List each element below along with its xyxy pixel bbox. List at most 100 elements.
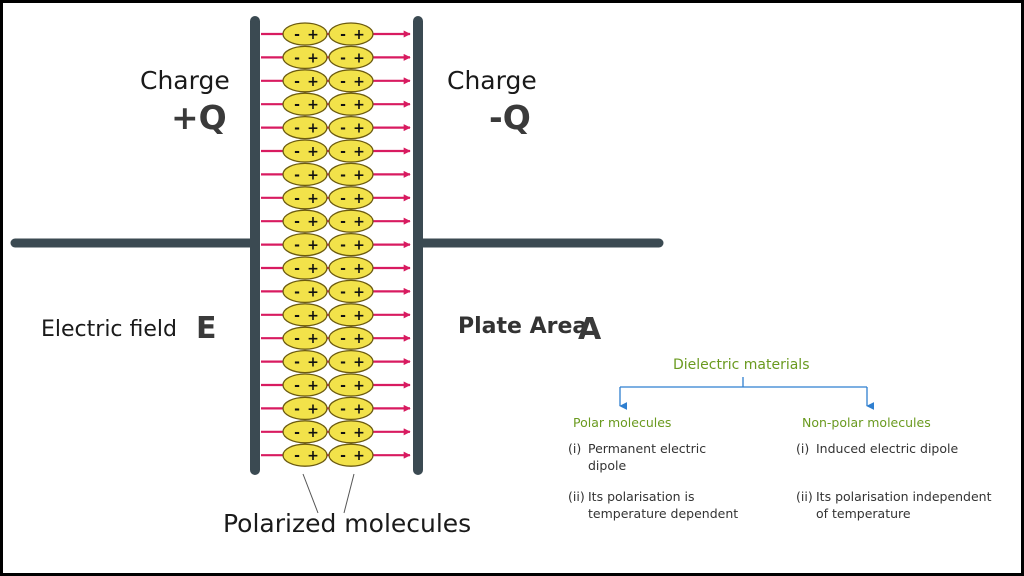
- non-polar-item-1-text: Induced electric dipole: [816, 441, 959, 456]
- capacitor-diagram: -+-+-+-+-+-+-+-+-+-+-+-+-+-+-+-+-+-+-+-+…: [10, 16, 875, 514]
- plate-area-symbol: A: [578, 312, 602, 347]
- molecule-ellipse: [328, 45, 374, 70]
- molecule-ellipse: [328, 92, 374, 116]
- molecule-negative-sign: -: [340, 308, 346, 324]
- molecule-negative-sign: -: [340, 74, 346, 90]
- left-charge-symbol: +Q: [171, 98, 227, 137]
- tree-root-title: Dielectric materials: [673, 357, 810, 373]
- molecule-negative-sign: -: [340, 261, 346, 277]
- non-polar-molecules-heading: Non-polar molecules: [802, 415, 931, 430]
- molecule-ellipse: [328, 186, 374, 210]
- molecule-negative-sign: -: [340, 121, 346, 137]
- molecule-negative-sign: -: [340, 238, 346, 254]
- molecule-ellipse: [282, 443, 328, 467]
- molecule-positive-sign: +: [353, 97, 365, 113]
- molecule-ellipse: [328, 69, 374, 93]
- molecule-negative-sign: -: [294, 261, 300, 277]
- molecule-positive-sign: +: [307, 355, 319, 371]
- non-polar-item-2-number: (ii): [796, 489, 813, 504]
- molecule-ellipse: [328, 139, 374, 163]
- molecule-ellipse: [282, 162, 328, 187]
- molecule-positive-sign: +: [307, 191, 319, 207]
- molecule-ellipse: [328, 279, 374, 304]
- molecule-negative-sign: -: [340, 97, 346, 113]
- molecule-positive-sign: +: [307, 284, 319, 300]
- capacitor-dielectric-figure: -+-+-+-+-+-+-+-+-+-+-+-+-+-+-+-+-+-+-+-+…: [3, 3, 1021, 573]
- molecule-negative-sign: -: [340, 27, 346, 43]
- molecule-ellipse: [282, 45, 328, 70]
- molecule-ellipse: [282, 256, 328, 280]
- molecule-negative-sign: -: [294, 448, 300, 464]
- molecule-ellipse: [328, 443, 374, 467]
- molecule-negative-sign: -: [340, 214, 346, 230]
- molecule-positive-sign: +: [353, 238, 365, 254]
- molecule-ellipse: [282, 139, 328, 163]
- molecule-negative-sign: -: [340, 167, 346, 183]
- molecule-positive-sign: +: [307, 167, 319, 183]
- molecule-negative-sign: -: [340, 144, 346, 160]
- molecule-ellipse: [282, 115, 328, 140]
- molecule-positive-sign: +: [307, 448, 319, 464]
- molecule-positive-sign: +: [353, 448, 365, 464]
- molecule-negative-sign: -: [294, 425, 300, 441]
- molecule-negative-sign: -: [294, 144, 300, 160]
- molecule-positive-sign: +: [353, 284, 365, 300]
- non-polar-item-2-text: Its polarisation independent of temperat…: [816, 489, 992, 521]
- non-polar-item-2: (ii) Its polarisation independent of tem…: [796, 488, 1006, 524]
- molecule-ellipse: [328, 396, 374, 421]
- molecule-positive-sign: +: [307, 261, 319, 277]
- molecule-positive-sign: +: [307, 74, 319, 90]
- molecule-positive-sign: +: [353, 261, 365, 277]
- molecule-negative-sign: -: [294, 355, 300, 371]
- molecule-ellipse: [328, 22, 374, 46]
- molecule-negative-sign: -: [294, 284, 300, 300]
- capacitor-plates: [250, 16, 423, 475]
- molecule-ellipse: [282, 186, 328, 210]
- electric-field-symbol: E: [196, 311, 217, 346]
- molecule-ellipse: [282, 279, 328, 304]
- molecule-ellipse: [282, 22, 328, 46]
- caption-pointer-lines: [302, 473, 355, 514]
- molecule-ellipse: [282, 396, 328, 421]
- molecule-positive-sign: +: [307, 121, 319, 137]
- left-charge-label: Charge: [140, 66, 230, 95]
- molecule-positive-sign: +: [353, 167, 365, 183]
- polar-item-2-number: (ii): [568, 489, 585, 504]
- molecule-negative-sign: -: [294, 238, 300, 254]
- molecule-ellipse: [328, 232, 374, 257]
- molecule-negative-sign: -: [294, 401, 300, 417]
- molecule-positive-sign: +: [307, 27, 319, 43]
- molecule-positive-sign: +: [353, 378, 365, 394]
- right-charge-label: Charge: [447, 66, 537, 95]
- molecule-negative-sign: -: [340, 401, 346, 417]
- molecule-positive-sign: +: [307, 331, 319, 347]
- molecule-ellipse: [282, 373, 328, 397]
- polar-item-1-text: Permanent electric dipole: [588, 441, 707, 473]
- molecule-negative-sign: -: [294, 331, 300, 347]
- molecule-positive-sign: +: [353, 355, 365, 371]
- molecule-positive-sign: +: [353, 331, 365, 347]
- plate-area-label: Plate Area: [458, 314, 588, 339]
- molecule-positive-sign: +: [353, 401, 365, 417]
- molecule-ellipse: [328, 373, 374, 397]
- molecule-ellipse: [328, 115, 374, 140]
- molecule-ellipse: [328, 209, 374, 233]
- molecule-ellipse: [282, 232, 328, 257]
- molecule-ellipse: [282, 326, 328, 350]
- non-polar-item-1-number: (i): [796, 441, 810, 456]
- molecule-positive-sign: +: [353, 27, 365, 43]
- molecule-negative-sign: -: [294, 378, 300, 394]
- right-charge-symbol: -Q: [489, 98, 531, 137]
- molecule-negative-sign: -: [294, 308, 300, 324]
- molecule-negative-sign: -: [340, 448, 346, 464]
- molecule-ellipse: [282, 349, 328, 374]
- polar-item-2: (ii) Its polarisation is temperature dep…: [568, 488, 753, 524]
- molecule-positive-sign: +: [307, 425, 319, 441]
- molecule-positive-sign: +: [353, 191, 365, 207]
- molecule-ellipse: [282, 69, 328, 93]
- molecule-ellipse: [328, 420, 374, 444]
- molecule-positive-sign: +: [353, 121, 365, 137]
- molecule-positive-sign: +: [353, 144, 365, 160]
- polarized-molecules-grid: -+-+-+-+-+-+-+-+-+-+-+-+-+-+-+-+-+-+-+-+…: [282, 22, 374, 467]
- molecule-negative-sign: -: [294, 50, 300, 66]
